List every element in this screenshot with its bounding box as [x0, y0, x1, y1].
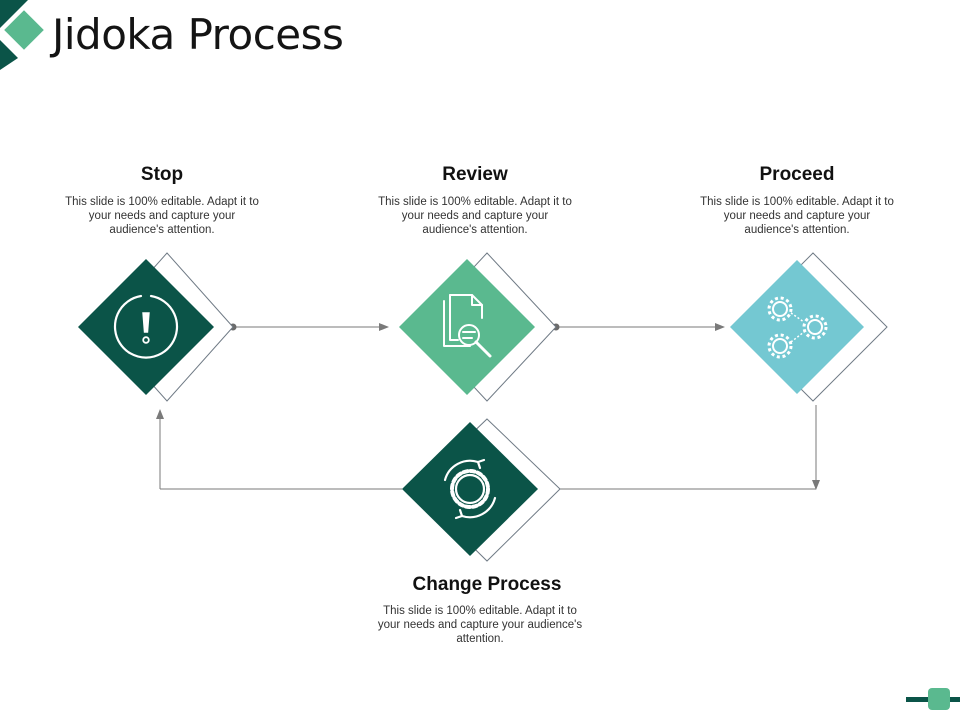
page-title: Jidoka Process	[52, 10, 344, 59]
change-node	[402, 418, 561, 562]
change-process-description: This slide is 100% editable. Adapt it to…	[377, 605, 583, 645]
slide-nav-marker	[906, 688, 960, 710]
change-diamond	[402, 422, 538, 556]
proceed-title: Proceed	[759, 164, 835, 185]
stop-node	[78, 252, 234, 402]
stop-description: This slide is 100% editable. Adapt it to…	[65, 196, 259, 236]
proceed-node	[730, 252, 888, 402]
stop-title: Stop	[140, 164, 184, 185]
proceed-diamond	[730, 260, 864, 394]
review-description: This slide is 100% editable. Adapt it to…	[378, 196, 572, 236]
gear-cycle-icon	[443, 458, 497, 520]
review-title: Review	[442, 164, 508, 185]
review-node	[399, 252, 557, 402]
logo-mark	[0, 0, 44, 70]
review-diamond	[399, 259, 535, 395]
proceed-description: This slide is 100% editable. Adapt it to…	[700, 196, 894, 236]
document-search-icon	[443, 294, 492, 358]
change-process-title: Change Process	[412, 574, 562, 595]
gears-network-icon	[767, 296, 828, 359]
alert-circle-icon	[113, 294, 179, 359]
